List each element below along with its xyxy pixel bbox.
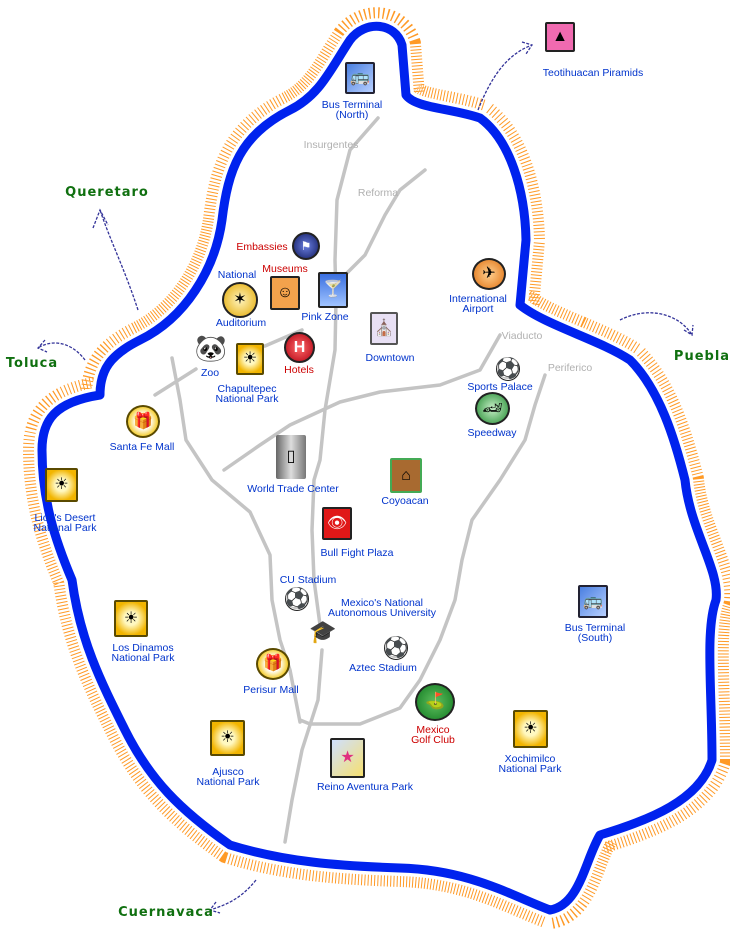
place-unam[interactable]: Mexico's National Autonomous University — [328, 597, 436, 619]
road-insurgentes — [310, 116, 380, 627]
church-icon[interactable]: ⌂ — [390, 458, 422, 493]
city-queretaro[interactable]: Queretaro — [65, 185, 149, 200]
race-car-icon[interactable]: 🏎 — [475, 392, 510, 425]
place-reino-aventura[interactable]: Reino Aventura Park — [316, 781, 414, 793]
road-label-reforma: Reforma — [357, 187, 399, 199]
sun-icon[interactable]: ☀ — [513, 710, 548, 748]
place-chapultepec[interactable]: Chapultepec National Park — [215, 383, 279, 405]
place-embassies[interactable]: Embassies — [236, 241, 288, 253]
place-international-airport[interactable]: International Airport — [449, 293, 507, 315]
place-santa-fe-mall[interactable]: Santa Fe Mall — [109, 441, 175, 453]
globe-flags-icon[interactable]: ⚑ — [292, 232, 320, 260]
cocktail-glass-icon[interactable]: 🍸 — [318, 272, 348, 308]
place-teotihuacan[interactable]: Teotihuacan Piramids — [542, 67, 644, 79]
place-bus-terminal-south[interactable]: Bus Terminal (South) — [564, 622, 626, 644]
gift-icon[interactable]: 🎁 — [126, 405, 160, 438]
city-toluca[interactable]: Toluca — [5, 356, 59, 371]
hotel-icon[interactable]: H — [284, 332, 315, 363]
place-bus-terminal-north[interactable]: Bus Terminal (North) — [321, 99, 383, 121]
city-puebla[interactable]: Puebla — [673, 349, 730, 364]
place-downtown[interactable]: Downtown — [365, 352, 415, 364]
place-aztec-stadium[interactable]: Aztec Stadium — [349, 662, 417, 674]
place-pink-zone[interactable]: Pink Zone — [301, 311, 349, 323]
pyramid-icon[interactable]: ▲ — [545, 22, 575, 52]
place-lions-desert[interactable]: Lion's Desert National Park — [33, 512, 97, 534]
road-label-insurgentes: Insurgentes — [303, 139, 359, 151]
theater-masks-icon[interactable]: ☺ — [270, 276, 300, 310]
airplane-icon[interactable]: ✈ — [472, 258, 506, 290]
place-perisur-mall[interactable]: Perisur Mall — [243, 684, 299, 696]
place-ajusco[interactable]: Ajusco National Park — [196, 766, 260, 788]
place-auditorium[interactable]: Auditorium — [215, 317, 267, 329]
place-speedway[interactable]: Speedway — [467, 427, 517, 439]
place-world-trade-center[interactable]: World Trade Center — [247, 483, 339, 495]
amusement-park-icon[interactable]: ★ — [330, 738, 365, 778]
road-viaducto — [222, 333, 502, 472]
place-cu-stadium[interactable]: CU Stadium — [279, 574, 337, 586]
soccer-ball-icon[interactable]: ⚽ — [383, 636, 409, 660]
sun-icon[interactable]: ☀ — [210, 720, 245, 756]
road-periferico — [298, 373, 547, 726]
soccer-ball-icon[interactable]: ⚽ — [284, 587, 310, 611]
arrow-toluca — [36, 339, 86, 361]
place-sports-palace[interactable]: Sports Palace — [467, 381, 533, 393]
place-hotels[interactable]: Hotels — [284, 364, 314, 376]
sun-icon[interactable]: ☀ — [236, 343, 264, 375]
place-museums[interactable]: Museums — [262, 263, 308, 275]
place-coyoacan[interactable]: Coyoacan — [381, 495, 429, 507]
place-zoo[interactable]: Zoo — [200, 367, 220, 379]
road-label-periferico: Periferico — [547, 362, 593, 374]
golf-flag-icon[interactable]: ⛳ — [415, 683, 455, 721]
arrow-cuernavaca — [208, 879, 257, 914]
bus-icon[interactable]: 🚌 — [345, 62, 375, 94]
graduation-cap-icon[interactable]: 🎓 — [309, 619, 337, 644]
arrow-teotihuacan — [477, 41, 534, 111]
arrow-puebla — [619, 312, 694, 337]
place-bull-fight-plaza[interactable]: Bull Fight Plaza — [320, 547, 394, 559]
road-south — [283, 648, 324, 844]
soccer-ball-icon[interactable]: ⚽ — [495, 357, 521, 381]
road-reforma — [343, 168, 427, 277]
cathedral-icon[interactable]: ⛪ — [370, 312, 398, 345]
boundary-gap — [42, 26, 716, 910]
eye-icon[interactable]: 👁 — [322, 507, 352, 540]
place-xochimilco[interactable]: Xochimilco National Park — [498, 753, 562, 775]
panda-icon[interactable]: 🐼 — [194, 331, 228, 365]
sun-icon[interactable]: ☀ — [45, 468, 78, 502]
sun-icon[interactable]: ☀ — [114, 600, 148, 637]
road-label-viaducto: Viaducto — [501, 330, 543, 342]
bus-icon[interactable]: 🚌 — [578, 585, 608, 618]
director-chair-icon[interactable]: ✶ — [222, 282, 258, 318]
arrow-queretaro — [92, 208, 139, 311]
place-mexico-golf-club[interactable]: Mexico Golf Club — [411, 724, 455, 746]
place-los-dinamos[interactable]: Los Dinamos National Park — [111, 642, 175, 664]
place-national[interactable]: National — [217, 269, 257, 281]
city-cuernavaca[interactable]: Cuernavaca — [118, 905, 214, 920]
gift-icon[interactable]: 🎁 — [256, 648, 290, 680]
skyscraper-icon[interactable]: ▯ — [276, 435, 306, 479]
